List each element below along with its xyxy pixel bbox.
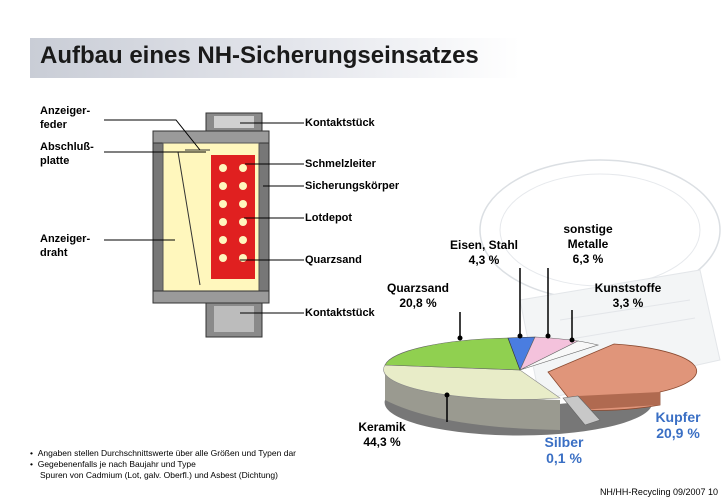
- title-bar: [30, 38, 520, 78]
- label-schmelzleiter: Schmelzleiter: [305, 158, 376, 170]
- footer: NH/HH-Recycling 09/2007 10: [599, 487, 718, 497]
- footnote-2: • Gegebenenfalls je nach Baujahr und Typ…: [30, 459, 196, 469]
- footnote-3: Spuren von Cadmium (Lot, galv. Oberfl.) …: [40, 470, 278, 480]
- pie-pointer-dots: [444, 333, 575, 398]
- label-anzeiger-feder: Anzeiger-feder: [40, 105, 91, 131]
- pie-slice-keramik: [383, 364, 561, 400]
- label-abschluss-platte: Abschluß-platte: [40, 141, 94, 167]
- label-quarzsand: Quarzsand: [305, 254, 362, 266]
- fuse-illustration: [152, 112, 270, 338]
- footnote-1: • Angaben stellen Durchschnittswerte übe…: [30, 448, 297, 458]
- label-lotdepot: Lotdepot: [305, 212, 353, 224]
- label-kontaktstueck-bottom: Kontaktstück: [305, 307, 375, 319]
- leader-lines: [104, 119, 304, 314]
- label-sicherungskoerper: Sicherungskörper: [305, 180, 400, 192]
- footnotes: • Angaben stellen Durchschnittswerte übe…: [30, 448, 296, 481]
- pie-pointer-lines: [446, 268, 573, 422]
- page-title: Aufbau eines NH-Sicherungseinsatzes: [40, 42, 479, 69]
- pie-slice-quarzsand: [384, 337, 521, 371]
- label-kontaktstueck-top: Kontaktstück: [305, 117, 375, 129]
- label-anzeiger-draht: Anzeiger-draht: [40, 233, 91, 259]
- pie-chart: [383, 336, 698, 436]
- pie-slice-kunststoffe: [519, 340, 600, 371]
- pie-slice-silber: [562, 395, 601, 426]
